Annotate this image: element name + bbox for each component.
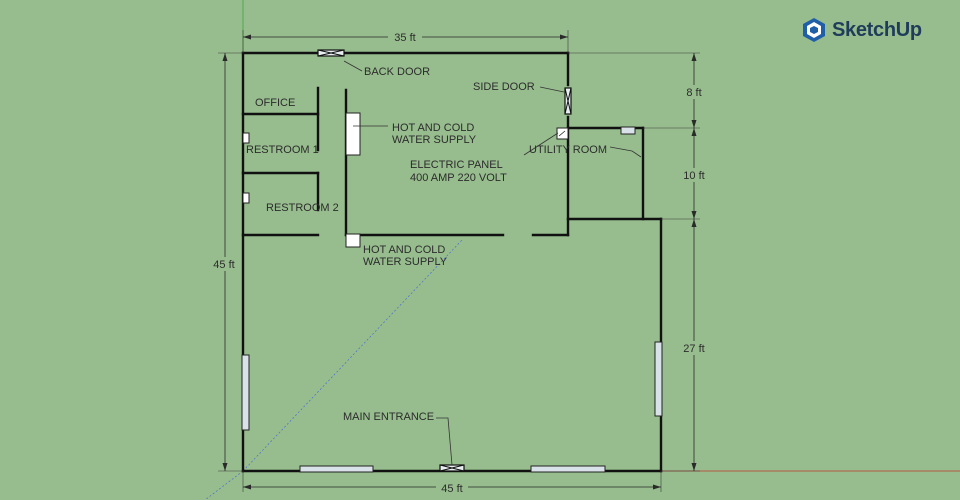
main-entrance-label: MAIN ENTRANCE [343, 411, 434, 423]
dimension-top-label: 35 ft [394, 32, 415, 44]
window-bottom-right [530, 465, 606, 473]
restroom-2-label: RESTROOM 2 [266, 202, 339, 214]
back-door [317, 49, 345, 57]
water-supply-fixture-lower [345, 233, 361, 248]
axis-guide-line-lower [204, 470, 244, 500]
walls [241, 51, 663, 473]
side-door-label: SIDE DOOR [473, 81, 535, 93]
water-supply-fixture-upper [345, 112, 361, 156]
utility-room-label: UTILITY ROOM [529, 144, 607, 156]
water-supply-upper-label-1: HOT AND COLD [392, 122, 474, 134]
side-door [564, 87, 572, 115]
restroom-1-fixture [242, 132, 250, 144]
window-left [241, 354, 250, 431]
electric-panel-label-2: 400 AMP 220 VOLT [410, 172, 507, 184]
restroom-1-label: RESTROOM 1 [246, 144, 319, 156]
water-supply-upper-label-2: WATER SUPPLY [392, 134, 477, 146]
dimension-top: 35 ft [242, 30, 569, 53]
axis-guide-line [242, 239, 463, 472]
dimension-left-label: 45 ft [213, 259, 234, 271]
dimension-right-middle-label: 10 ft [683, 170, 704, 182]
electric-panel-label-1: ELECTRIC PANEL [410, 159, 503, 171]
dimension-right-lower-label: 27 ft [683, 343, 704, 355]
water-supply-lower-label-2: WATER SUPPLY [363, 256, 448, 268]
window-right [654, 341, 663, 417]
electric-panel-leader [523, 132, 559, 156]
main-entrance-leader [436, 417, 453, 466]
utility-vent [620, 126, 636, 135]
sketchup-logo-icon [803, 18, 825, 42]
utility-room-leader [609, 146, 642, 158]
dimension-left: 45 ft [209, 52, 243, 472]
dimension-right: 8 ft 10 ft 27 ft [568, 52, 710, 472]
back-door-label: BACK DOOR [364, 66, 430, 78]
back-door-leader [343, 60, 363, 72]
side-door-leader [539, 86, 565, 93]
restroom-2-fixture [242, 192, 250, 204]
sketchup-logo: SketchUp [802, 16, 922, 44]
dimension-bottom-label: 45 ft [441, 483, 462, 495]
main-entrance-door [439, 464, 465, 472]
dimension-bottom: 45 ft [242, 471, 662, 495]
office-label: OFFICE [255, 97, 295, 109]
dimension-right-upper-label: 8 ft [686, 87, 701, 99]
sketchup-logo-text: SketchUp [832, 18, 922, 41]
window-bottom-left [299, 465, 374, 473]
water-supply-lower-label-1: HOT AND COLD [363, 244, 445, 256]
